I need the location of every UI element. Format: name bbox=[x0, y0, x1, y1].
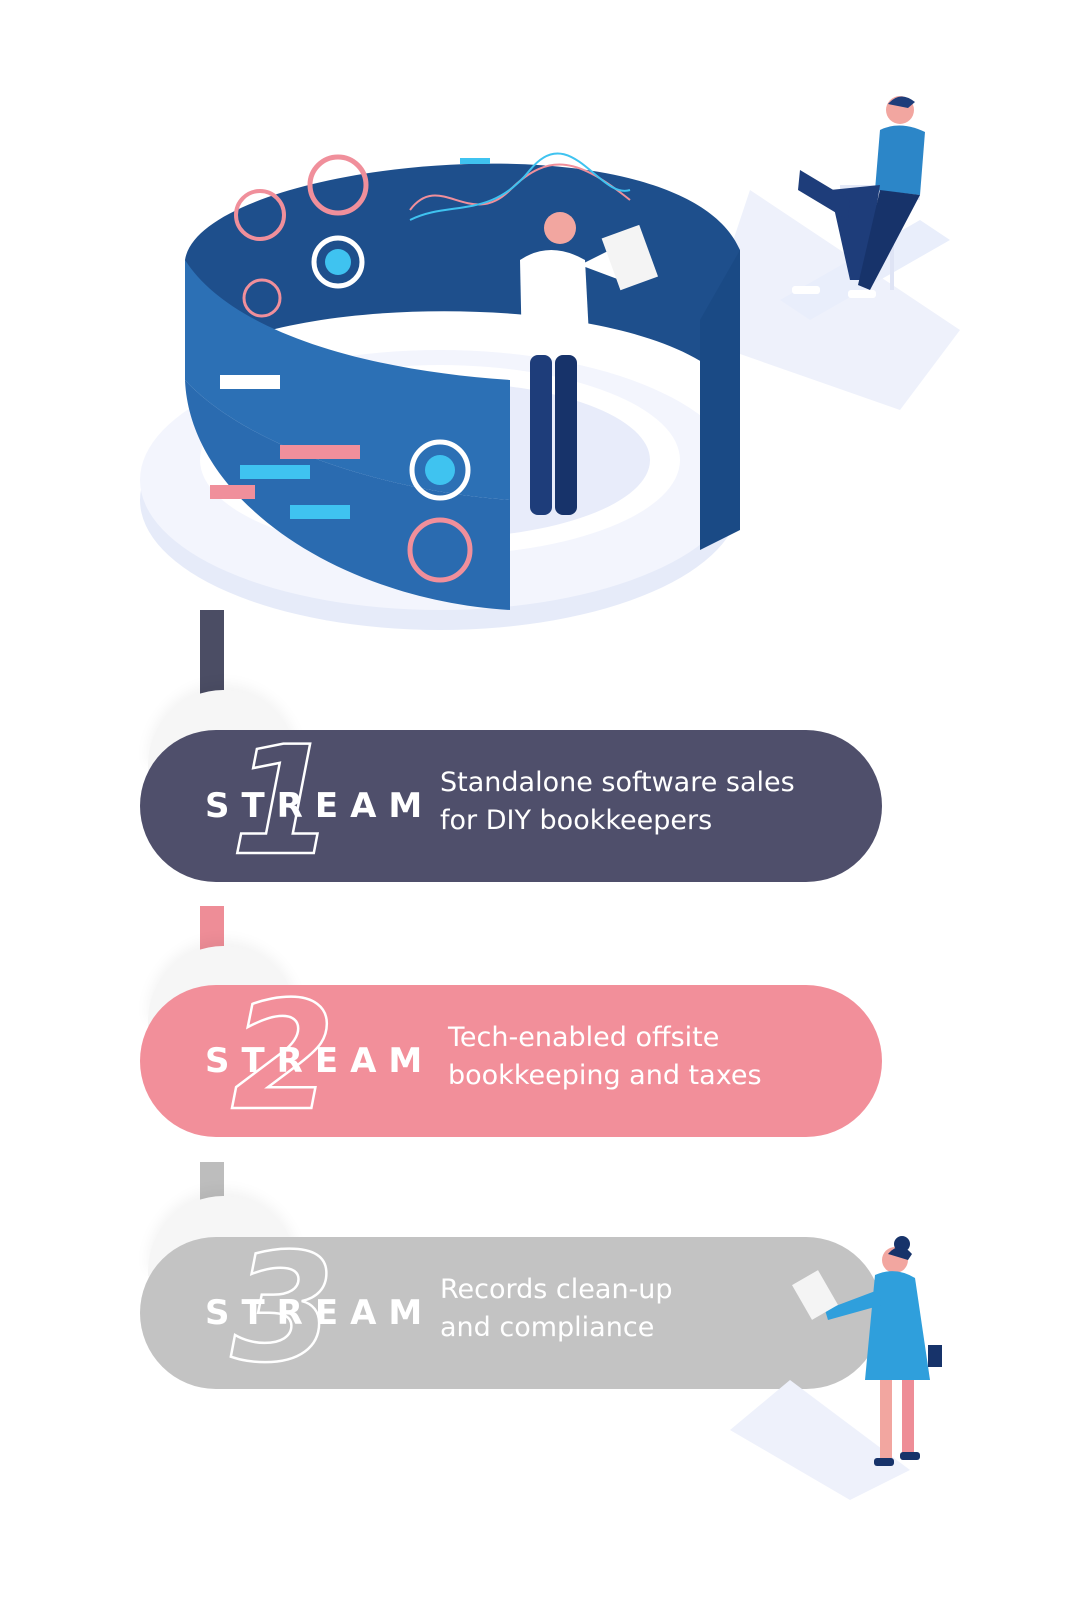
stream-label-3: STREAM bbox=[205, 1293, 435, 1333]
stream-description-2: Tech-enabled offsite bookkeeping and tax… bbox=[448, 1019, 868, 1095]
circular-dashboard-illustration bbox=[140, 152, 960, 630]
stream-number-1: 1 bbox=[230, 730, 337, 882]
stream-label-1: STREAM bbox=[205, 786, 435, 826]
stream-card-2: 2 STREAM Tech-enabled offsite bookkeepin… bbox=[140, 985, 882, 1137]
stream-card-1: 1 STREAM Standalone software sales for D… bbox=[140, 730, 882, 882]
stream-description-line: Tech-enabled offsite bbox=[448, 1022, 720, 1053]
woman-with-document-illustration bbox=[730, 1236, 942, 1500]
stream-number-2: 2 bbox=[230, 985, 337, 1137]
stream-description-line: Standalone software sales bbox=[440, 767, 795, 798]
stream-number-3: 3 bbox=[230, 1237, 337, 1389]
stream-description-1: Standalone software sales for DIY bookke… bbox=[440, 764, 860, 840]
stream-description-line: bookkeeping and taxes bbox=[448, 1060, 762, 1091]
stream-description-3: Records clean-up and compliance bbox=[440, 1271, 860, 1347]
stream-description-line: and compliance bbox=[440, 1312, 655, 1343]
stream-label-2: STREAM bbox=[205, 1041, 435, 1081]
stream-description-line: for DIY bookkeepers bbox=[440, 805, 713, 836]
stream-description-line: Records clean-up bbox=[440, 1274, 673, 1305]
person-with-laptop-illustration bbox=[780, 96, 950, 320]
stream-card-3: 3 STREAM Records clean-up and compliance bbox=[140, 1237, 882, 1389]
